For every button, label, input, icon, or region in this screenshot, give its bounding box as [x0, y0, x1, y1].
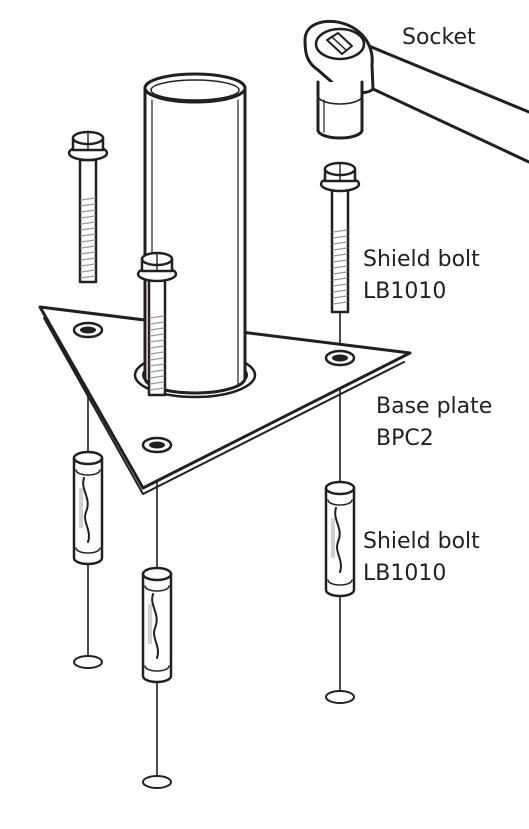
label-shield-bolt-bottom: Shield bolt LB1010 — [363, 526, 480, 590]
shield-sleeve-front — [141, 566, 173, 684]
bolt-left — [67, 130, 109, 284]
ground-hole-left — [73, 655, 103, 669]
label-base-plate: Base plate BPC2 — [376, 391, 492, 455]
ground-hole-right — [325, 690, 355, 704]
bolt-right — [319, 161, 361, 314]
bolt-front — [136, 251, 178, 397]
post-tube — [133, 72, 257, 399]
label-base-plate-name: Base plate — [376, 394, 493, 419]
label-base-plate-code: BPC2 — [376, 426, 434, 451]
socket-wrench — [303, 19, 529, 164]
label-socket: Socket — [402, 25, 476, 50]
label-shield-bolt-bottom-code: LB1010 — [363, 561, 447, 586]
ground-hole-front — [142, 775, 172, 789]
label-shield-bolt-top: Shield bolt LB1010 — [363, 244, 480, 308]
label-shield-bolt-top-code: LB1010 — [363, 279, 447, 304]
label-shield-bolt-bottom-name: Shield bolt — [363, 529, 480, 554]
shield-sleeve-right — [324, 480, 356, 598]
ground-hole-markers — [73, 655, 355, 789]
label-shield-bolt-top-name: Shield bolt — [363, 247, 480, 272]
shield-sleeve-left — [72, 450, 104, 566]
